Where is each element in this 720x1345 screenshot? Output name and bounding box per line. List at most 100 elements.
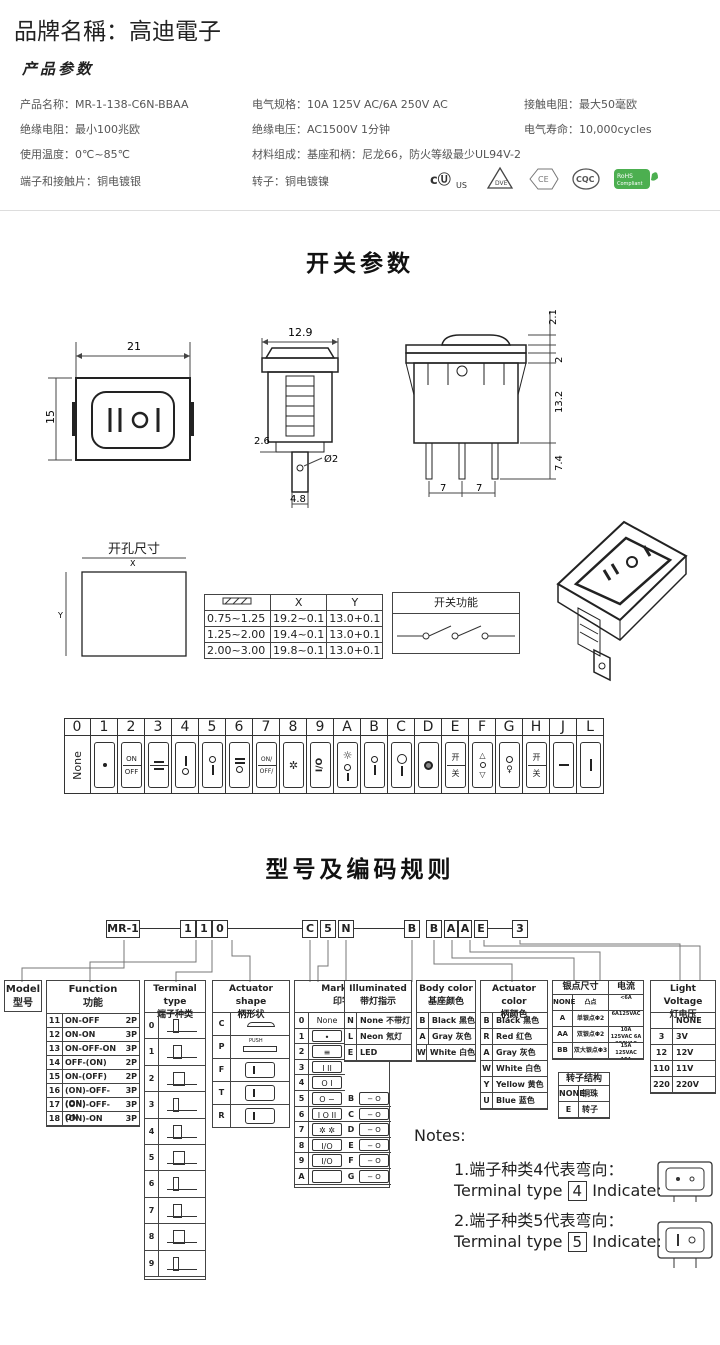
actuator-code: F bbox=[213, 1059, 231, 1081]
marking-row: A bbox=[295, 1169, 345, 1185]
terminal-code: 3 bbox=[145, 1092, 159, 1118]
rotor-code: NONE bbox=[559, 1086, 585, 1101]
terminal-pin-icon bbox=[159, 1224, 205, 1249]
actuator-color-value: White 白色 bbox=[496, 1064, 542, 1073]
marking-symbol-icon bbox=[364, 742, 385, 788]
note-1-text-a: Terminal type bbox=[454, 1181, 563, 1200]
function-code: 17 bbox=[47, 1098, 63, 1111]
light-voltage-cn: 灯电压 bbox=[669, 1010, 697, 1020]
marking-code: 3 bbox=[295, 1059, 309, 1075]
terminal-pin-icon bbox=[159, 1145, 205, 1170]
spec-temperature: 使用温度：0℃~85℃ bbox=[20, 148, 130, 161]
marking-code: 9 bbox=[295, 1153, 309, 1168]
cqc-logo-icon: CQC bbox=[571, 166, 601, 192]
dim-front-width: 21 bbox=[127, 340, 141, 353]
strip-code: 9 bbox=[307, 718, 334, 736]
pin-shape bbox=[173, 1019, 179, 1033]
actuator-color-code: Y bbox=[481, 1077, 493, 1092]
actuator-color-value: Black 黑色 bbox=[496, 1016, 540, 1025]
body-color-value: Gray 灰色 bbox=[432, 1032, 472, 1041]
vde-logo-icon: DVE bbox=[486, 166, 514, 192]
code-box: 1 bbox=[196, 920, 212, 938]
marking-symbol-icon: I/O bbox=[312, 1138, 342, 1152]
strip-cell: ON/OFF/ bbox=[253, 736, 280, 794]
actuator-row: C bbox=[213, 1013, 289, 1036]
function-code: 12 bbox=[47, 1028, 63, 1041]
silver-h2: 电流 bbox=[616, 982, 635, 992]
marking-symbol-icon: ✲ bbox=[283, 742, 304, 788]
terminal-code: 6 bbox=[145, 1171, 159, 1197]
function-code: 15 bbox=[47, 1070, 63, 1083]
spec-insulation-resistance: 绝缘电阻：最小100兆欧 bbox=[20, 123, 140, 136]
strip-code: E bbox=[442, 718, 469, 736]
terminal-cn: 端子种类 bbox=[156, 1010, 193, 1020]
product-3d-drawing bbox=[556, 520, 688, 682]
divider bbox=[149, 764, 168, 766]
strip-code: 1 bbox=[91, 718, 118, 736]
actuator-row: R bbox=[213, 1105, 289, 1128]
marking-symbol-icon: − O bbox=[359, 1123, 389, 1136]
silver-code: NONE bbox=[553, 995, 575, 1010]
code-dash bbox=[488, 928, 512, 929]
strip-guan: 关 bbox=[532, 768, 541, 778]
circle-icon bbox=[506, 755, 513, 763]
divider bbox=[527, 764, 546, 766]
marking-code: 8 bbox=[295, 1137, 309, 1153]
strip-code: 7 bbox=[253, 718, 280, 736]
pin-shape bbox=[173, 1203, 182, 1218]
function-code: 11 bbox=[47, 1014, 63, 1027]
terminal-code: 5 bbox=[145, 1144, 159, 1171]
circuit-diagram bbox=[397, 625, 515, 640]
strip-cell: ✲ bbox=[280, 736, 307, 794]
marking-symbol-icon: − O bbox=[359, 1138, 389, 1152]
pin-base bbox=[167, 1162, 197, 1164]
strip-cell: ♀ bbox=[496, 736, 523, 794]
front-view-drawing: 21 15 bbox=[44, 340, 194, 461]
ce-logo-icon: CE bbox=[526, 166, 560, 192]
light-voltage-en: Light Voltage bbox=[663, 984, 703, 1007]
pin-shape bbox=[173, 1098, 179, 1113]
actuator-en: Actuator shape bbox=[228, 984, 273, 1007]
dim-side-width: 12.9 bbox=[288, 326, 313, 339]
marking-code: 7 bbox=[295, 1122, 309, 1137]
dot-icon bbox=[102, 763, 107, 767]
right-view-drawing: 7 7 2.1 2 13.2 7.4 bbox=[405, 309, 565, 497]
side-view-drawing: 12.9 2.6 Ø2 4.8 bbox=[254, 326, 339, 508]
circle-icon bbox=[396, 754, 407, 764]
function-code: 16 bbox=[47, 1084, 63, 1097]
rotor-code: E bbox=[559, 1102, 579, 1117]
terminal-en: Terminal type bbox=[153, 984, 197, 1007]
illuminated-en: Illuminated bbox=[349, 984, 407, 994]
note-1-line: Terminal type 4 Indicate: bbox=[454, 1181, 662, 1201]
actuator-color-value: Gray 灰色 bbox=[496, 1048, 536, 1057]
actuator-row: T bbox=[213, 1082, 289, 1105]
marking-symbol-icon bbox=[418, 742, 439, 788]
strip-code: 2 bbox=[118, 718, 145, 736]
function-poles: 3P bbox=[125, 1086, 137, 1095]
actuator-code: T bbox=[213, 1082, 231, 1104]
spec-terminal: 端子和接触片：铜电镀银 bbox=[20, 175, 141, 188]
actuator-color-en: Actuator color bbox=[491, 984, 536, 1007]
strip-kai: 开 bbox=[532, 752, 541, 762]
illuminated-code: L bbox=[345, 1029, 357, 1044]
actuator-color-code: U bbox=[481, 1093, 493, 1108]
bar-icon bbox=[346, 773, 349, 781]
dim-body: 13.2 bbox=[554, 391, 565, 413]
circle-icon bbox=[344, 764, 351, 771]
function-name: (ON)-OFF-(ON) bbox=[65, 1086, 110, 1108]
circle-icon bbox=[209, 755, 216, 763]
terminal-row: 7 bbox=[145, 1197, 205, 1225]
silver-current: 6A125VAC bbox=[611, 1011, 641, 1017]
strip-off: OFF bbox=[124, 767, 139, 776]
marking-row: G− O bbox=[345, 1169, 391, 1185]
rocker-face bbox=[245, 1062, 275, 1078]
marking-symbol-icon bbox=[148, 742, 169, 788]
illuminated-value: LED bbox=[360, 1048, 378, 1057]
